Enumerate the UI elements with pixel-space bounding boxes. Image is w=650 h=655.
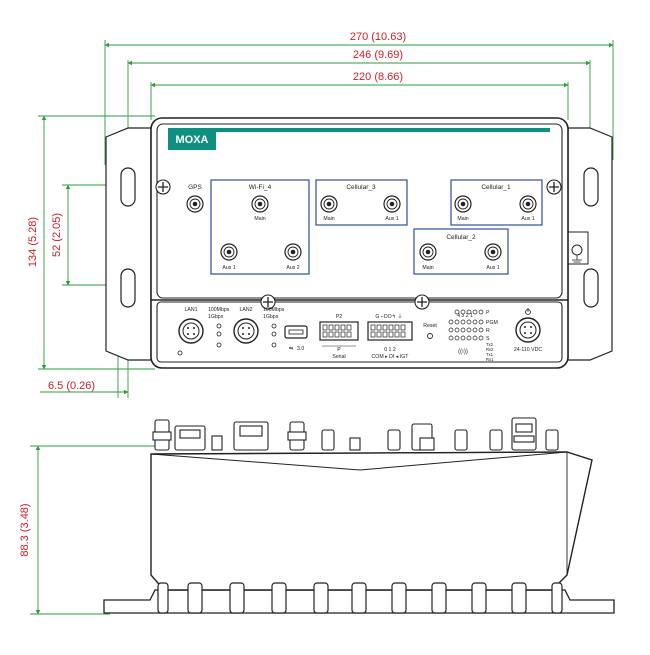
connector-label-aux2: Aux 2 <box>286 265 299 271</box>
moxa-logo <box>168 128 216 150</box>
connector-label-aux1: Aux 1 <box>521 216 534 222</box>
sma-connector-cell2-main <box>419 243 437 261</box>
front-view: MOXA GPS Wi-Fi_4 Cellular_3 Cellular_1 C… <box>105 117 613 369</box>
side-body-chamfer <box>150 451 568 471</box>
moxa-logo-text: MOXA <box>176 134 209 146</box>
sma-connector-wifi-main <box>251 195 269 213</box>
serial-label: Serial <box>332 354 345 360</box>
connector-label-aux1: Aux 1 <box>486 265 499 271</box>
panel-screw <box>414 294 430 310</box>
wifi-4-label: Wi-Fi_4 <box>249 184 272 191</box>
side-connectors <box>152 417 559 451</box>
gps-label: GPS <box>188 184 202 191</box>
lan2-speed-1g: 1Gbps <box>263 314 279 320</box>
led-p-label: P <box>486 310 490 316</box>
connector-label-aux1: Aux 1 <box>222 265 235 271</box>
reset-button[interactable] <box>427 333 433 339</box>
lan-leds <box>177 323 277 356</box>
sma-connector-cell1-aux1 <box>519 195 537 213</box>
sma-connector-gps <box>186 195 204 213</box>
brand-stripe <box>216 128 550 132</box>
dio-number-label: 0 1 2 <box>384 347 396 353</box>
connector-label-main: Main <box>323 216 334 222</box>
lan1-port[interactable] <box>178 318 204 344</box>
sma-connector-wifi-aux1 <box>220 243 238 261</box>
cellular-1-label: Cellular_1 <box>481 184 511 191</box>
lan1-label: LAN1 <box>185 307 198 313</box>
cooling-fins <box>157 582 563 614</box>
mount-slot <box>120 268 136 308</box>
led-tx2-label: Tx2 <box>486 342 494 347</box>
side-body <box>150 451 593 591</box>
antenna-group-wifi-4 <box>210 179 310 275</box>
led-pgm-label: PGM <box>486 320 498 326</box>
dio-header-label: G ⌐DO↰ ⏚ <box>375 313 402 320</box>
antenna-panel <box>156 123 563 299</box>
dim-label-246: 246 (9.69) <box>353 49 403 61</box>
lan2-port[interactable] <box>233 318 259 344</box>
dim-label-270: 270 (10.63) <box>350 31 406 43</box>
ground-icon <box>572 255 582 265</box>
io-panel <box>156 301 563 363</box>
connector-label-main: Main <box>457 216 468 222</box>
serial-terminal-block[interactable] <box>319 321 359 341</box>
panel-screw <box>260 294 276 310</box>
led-s-label: S <box>486 336 490 342</box>
reset-label: Reset <box>423 323 437 329</box>
antenna-connectors <box>186 195 537 261</box>
antenna-group-cellular-1 <box>450 179 543 226</box>
mount-slot <box>583 167 599 207</box>
connector-label-aux1: Aux 1 <box>385 216 398 222</box>
signal-icon: ((ı)) <box>458 349 468 355</box>
led-tx1-label: Tx1 <box>486 352 494 357</box>
mount-slot <box>120 167 136 207</box>
power-connector[interactable] <box>515 317 541 343</box>
dio-terminal-block[interactable] <box>367 321 413 341</box>
lan1-speed-100: 100Mbps <box>208 307 230 313</box>
connector-label-main: Main <box>254 216 265 222</box>
ground-screw <box>571 244 583 256</box>
usb-port[interactable] <box>284 325 308 339</box>
dim-label-220: 220 (8.66) <box>353 71 403 83</box>
mounting-ear-left <box>105 127 152 361</box>
usb-icon: ⇆ <box>289 346 293 352</box>
lan1-speed-1g: 1Gbps <box>208 314 224 320</box>
sma-connector-cell3-main <box>320 195 338 213</box>
sma-connector-cell2-aux1 <box>484 243 502 261</box>
dim-label-6-5: 6.5 (0.26) <box>48 380 95 392</box>
dim-label-52: 52 (2.05) <box>51 213 63 257</box>
sma-connector-cell1-main <box>454 195 472 213</box>
antenna-group-cellular-2 <box>413 228 509 275</box>
connector-label-main: Main <box>422 265 433 271</box>
p2-label: P2 <box>336 314 342 320</box>
led-r-label: R <box>486 328 490 334</box>
led-rx1-label: Rx1 <box>486 357 494 362</box>
dio-footer-label: COM ▸ DI ◂ IGT <box>372 354 410 360</box>
lan2-speed-100: 100Mbps <box>263 307 285 313</box>
led-rx2-label: Rx2 <box>486 347 494 352</box>
led-number-label: 4 3 2 1 <box>457 313 473 319</box>
antenna-group-cellular-3 <box>315 179 408 226</box>
cellular-2-label: Cellular_2 <box>446 234 476 241</box>
status-led-matrix <box>448 309 484 341</box>
sma-connector-cell3-aux1 <box>383 195 401 213</box>
power-voltage-label: 24-110 VDC <box>514 347 542 353</box>
cellular-3-label: Cellular_3 <box>346 184 376 191</box>
dim-label-88-3: 88.3 (3.48) <box>19 503 31 556</box>
dim-label-134: 134 (5.28) <box>27 217 39 267</box>
p-label: P <box>337 347 341 353</box>
panel-screw <box>155 179 171 195</box>
lan2-label: LAN2 <box>240 307 253 313</box>
sma-connector-wifi-aux2 <box>284 243 302 261</box>
panel-screw <box>546 179 562 195</box>
mount-slot <box>583 268 599 308</box>
side-view <box>103 417 615 614</box>
usb-label: 3.0 <box>297 346 304 352</box>
